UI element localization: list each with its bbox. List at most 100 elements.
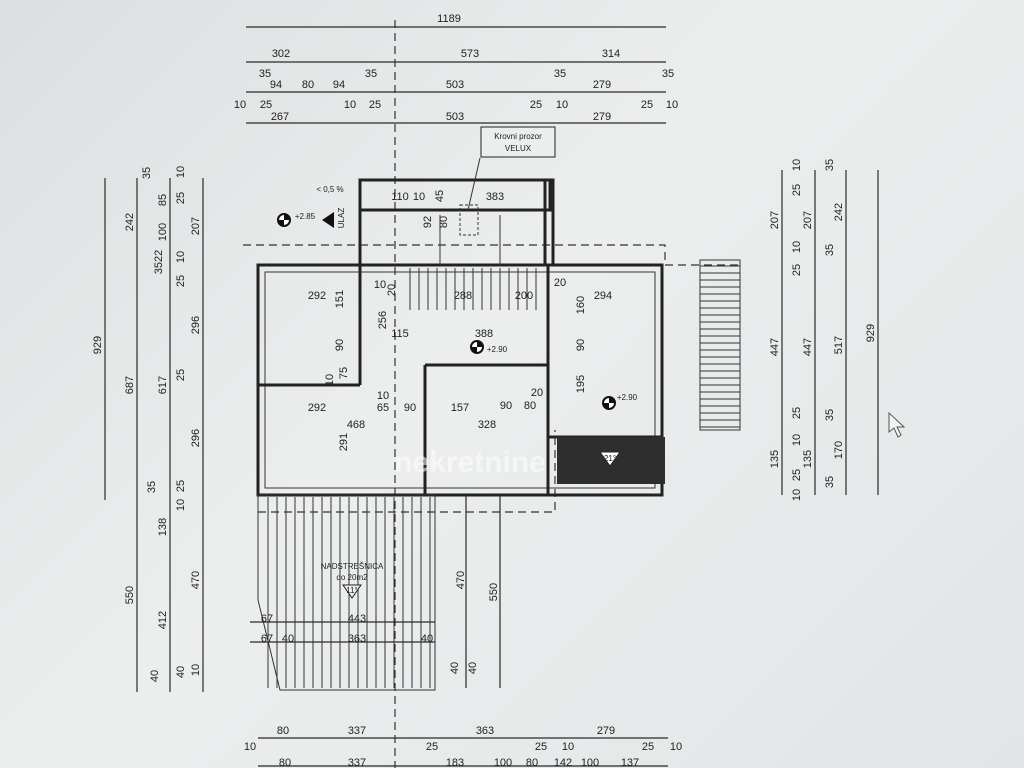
annotation-velux-line1: Krovni prozor bbox=[494, 132, 542, 141]
dimension-label: 94 bbox=[333, 79, 345, 91]
annotation-level-entry: +2.85 bbox=[295, 212, 316, 221]
dimension-label: 35 bbox=[141, 167, 153, 179]
dimension-label: 207 bbox=[769, 211, 781, 229]
level-marker-entry bbox=[277, 213, 291, 227]
room-dimension-label: 200 bbox=[515, 290, 533, 302]
annotation-roof-angle: 21° bbox=[604, 454, 616, 463]
room-dimension-label: 160 bbox=[575, 296, 587, 314]
dimension-label: 25 bbox=[426, 741, 438, 753]
dimension-label: 35 bbox=[662, 68, 674, 80]
room-dimension-label: 20 bbox=[386, 284, 398, 296]
dimension-label: 242 bbox=[124, 213, 136, 231]
dimension-label: 10 bbox=[666, 99, 678, 111]
dimension-label: 470 bbox=[455, 571, 467, 589]
level-marker-hall bbox=[470, 340, 484, 354]
dimension-label: 35 bbox=[824, 409, 836, 421]
room-dimension-label: 383 bbox=[486, 191, 504, 203]
annotation-canopy-title: NADSTREŠNICA bbox=[321, 562, 384, 571]
dimension-label: 573 bbox=[461, 48, 479, 60]
dimension-label: 929 bbox=[865, 324, 877, 342]
dimension-label: 412 bbox=[157, 611, 169, 629]
dimension-label: 40 bbox=[449, 662, 461, 674]
right-dimension-lines bbox=[781, 170, 879, 495]
dimension-label: 279 bbox=[597, 725, 615, 737]
annotation-level-room: +2.90 bbox=[617, 393, 638, 402]
room-dimension-label: 256 bbox=[377, 311, 389, 329]
dimension-label: 517 bbox=[833, 336, 845, 354]
room-dimension-label: 195 bbox=[575, 375, 587, 393]
room-dimension-label: 20 bbox=[554, 277, 566, 289]
dimension-label: 10 bbox=[791, 489, 803, 501]
roof-outline-bottom bbox=[258, 430, 556, 513]
dimension-label: 100 bbox=[581, 757, 599, 768]
dimension-label: 80 bbox=[277, 725, 289, 737]
room-dimension-label: 294 bbox=[594, 290, 612, 302]
room-dimension-label: 157 bbox=[451, 402, 469, 414]
dimension-label: 25 bbox=[642, 741, 654, 753]
dimension-label: 10 bbox=[234, 99, 246, 111]
annotation-canopy-area: do 20m2 bbox=[336, 573, 368, 582]
dimension-label: 550 bbox=[488, 583, 500, 601]
roof-outline bbox=[243, 244, 740, 266]
dimension-label: 25 bbox=[791, 469, 803, 481]
room-dimension-label: 65 bbox=[377, 402, 389, 414]
room-dimension-label: 92 bbox=[422, 216, 434, 228]
room-dimension-label: 90 bbox=[404, 402, 416, 414]
entry-arrow-icon bbox=[322, 212, 334, 228]
room-dimension-label: 468 bbox=[347, 419, 365, 431]
dimension-label: 35 bbox=[824, 476, 836, 488]
dimension-label: 35 bbox=[259, 68, 271, 80]
room-dimension-label: 292 bbox=[308, 290, 326, 302]
room-dimension-label: 20 bbox=[531, 387, 543, 399]
dimension-label: 40 bbox=[467, 662, 479, 674]
dimension-label: 183 bbox=[446, 757, 464, 768]
dimension-label: 137 bbox=[621, 757, 639, 768]
dimension-label: 503 bbox=[446, 111, 464, 123]
dimension-label: 10 bbox=[244, 741, 256, 753]
dimension-label: 40 bbox=[421, 633, 433, 645]
dimension-label: 10 bbox=[556, 99, 568, 111]
dimension-label: 10 bbox=[791, 434, 803, 446]
dimension-label: 10 bbox=[190, 664, 202, 676]
room-dimension-label: 10 bbox=[413, 191, 425, 203]
room-dimension-label: 90 bbox=[334, 339, 346, 351]
dimension-label: 35 bbox=[146, 481, 158, 493]
room-dimension-label: 388 bbox=[475, 328, 493, 340]
annotation-level-hall: +2.90 bbox=[487, 345, 508, 354]
dimension-label: 35 bbox=[554, 68, 566, 80]
canopy-hatch bbox=[250, 495, 501, 688]
room-dimension-label: 110 bbox=[391, 191, 409, 203]
dimension-label: 25 bbox=[175, 275, 187, 287]
dimension-label: 40 bbox=[175, 666, 187, 678]
dimension-label: 25 bbox=[535, 741, 547, 753]
annotation-watermark: nekretnine bbox=[394, 446, 546, 479]
dimension-label: 80 bbox=[526, 757, 538, 768]
dimension-label: 25 bbox=[260, 99, 272, 111]
room-dimension-label: 90 bbox=[575, 339, 587, 351]
dimension-label: 10 bbox=[670, 741, 682, 753]
dimension-label: 40 bbox=[282, 633, 294, 645]
annotation-entry: ULAZ bbox=[337, 208, 346, 229]
dimension-label: 100 bbox=[157, 223, 169, 241]
dimension-label: 207 bbox=[802, 211, 814, 229]
dimension-label: 443 bbox=[348, 613, 366, 625]
dimension-label: 10 bbox=[175, 499, 187, 511]
dimension-label: 80 bbox=[302, 79, 314, 91]
dimension-label: 337 bbox=[348, 757, 366, 768]
dimension-label: 10 bbox=[344, 99, 356, 111]
dimension-label: 100 bbox=[494, 757, 512, 768]
dimension-label: 279 bbox=[593, 111, 611, 123]
dimension-label: 135 bbox=[769, 450, 781, 468]
external-staircase bbox=[699, 259, 741, 431]
dimension-label: 80 bbox=[279, 757, 291, 768]
dimension-label: 25 bbox=[175, 480, 187, 492]
dimension-label: 40 bbox=[149, 670, 161, 682]
dimension-label: 470 bbox=[190, 571, 202, 589]
mouse-cursor-icon bbox=[888, 411, 906, 438]
dimension-label: 617 bbox=[157, 376, 169, 394]
dimension-label: 25 bbox=[369, 99, 381, 111]
velux-window bbox=[459, 204, 479, 236]
dimension-label: 135 bbox=[802, 450, 814, 468]
